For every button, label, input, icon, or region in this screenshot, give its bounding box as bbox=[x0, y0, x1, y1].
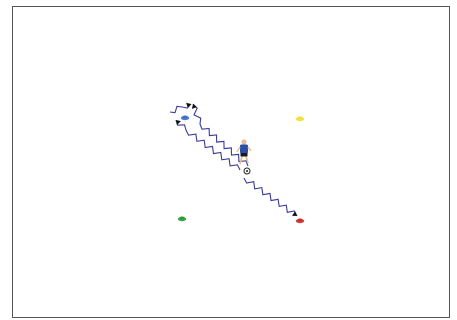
ball-icon bbox=[244, 168, 250, 174]
pitch-border bbox=[13, 7, 450, 318]
